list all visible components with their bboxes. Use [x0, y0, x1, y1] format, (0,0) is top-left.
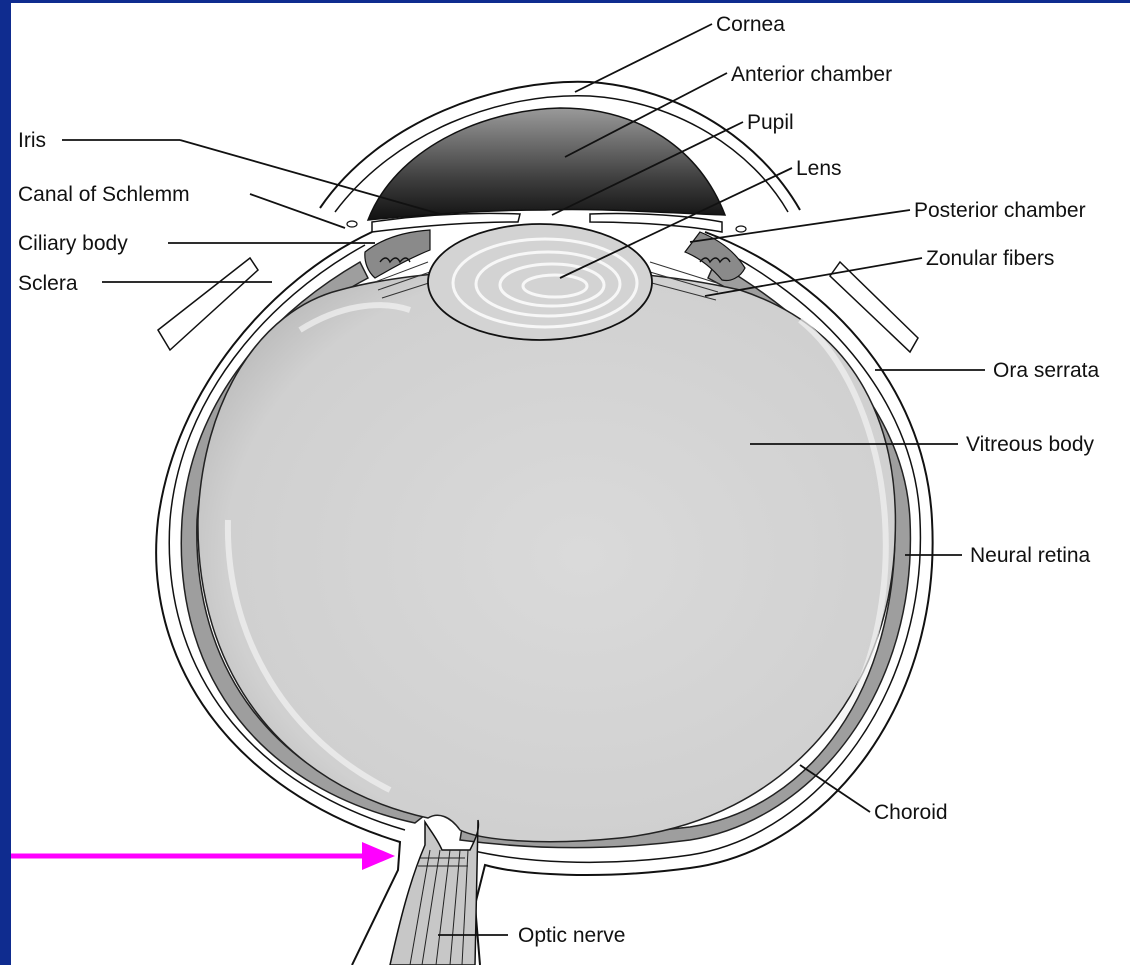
pointer-arrow [11, 842, 395, 870]
label-pupil: Pupil [747, 111, 794, 134]
label-iris: Iris [18, 129, 46, 152]
vitreous-body [198, 269, 895, 841]
label-ciliary-body: Ciliary body [18, 232, 128, 255]
leader-cornea [575, 24, 712, 92]
label-sclera: Sclera [18, 272, 78, 295]
label-canal-of-schlemm: Canal of Schlemm [18, 183, 190, 206]
canal-of-schlemm-right [736, 226, 746, 232]
label-anterior-chamber: Anterior chamber [731, 63, 892, 86]
label-zonular-fibers: Zonular fibers [926, 247, 1054, 270]
ciliary-body-left [365, 230, 430, 278]
muscle-right [830, 262, 918, 352]
label-lens: Lens [796, 157, 842, 180]
label-vitreous-body: Vitreous body [966, 433, 1095, 456]
optic-nerve [390, 820, 478, 965]
anterior-chamber [368, 108, 725, 220]
label-cornea: Cornea [716, 13, 785, 36]
label-posterior-chamber: Posterior chamber [914, 199, 1086, 222]
label-choroid: Choroid [874, 801, 948, 824]
leader-canal [250, 194, 345, 228]
muscle-left [158, 258, 258, 350]
label-optic-nerve: Optic nerve [518, 924, 625, 947]
canal-of-schlemm-left [347, 221, 357, 227]
label-neural-retina: Neural retina [970, 544, 1091, 567]
label-ora-serrata: Ora serrata [993, 359, 1100, 382]
